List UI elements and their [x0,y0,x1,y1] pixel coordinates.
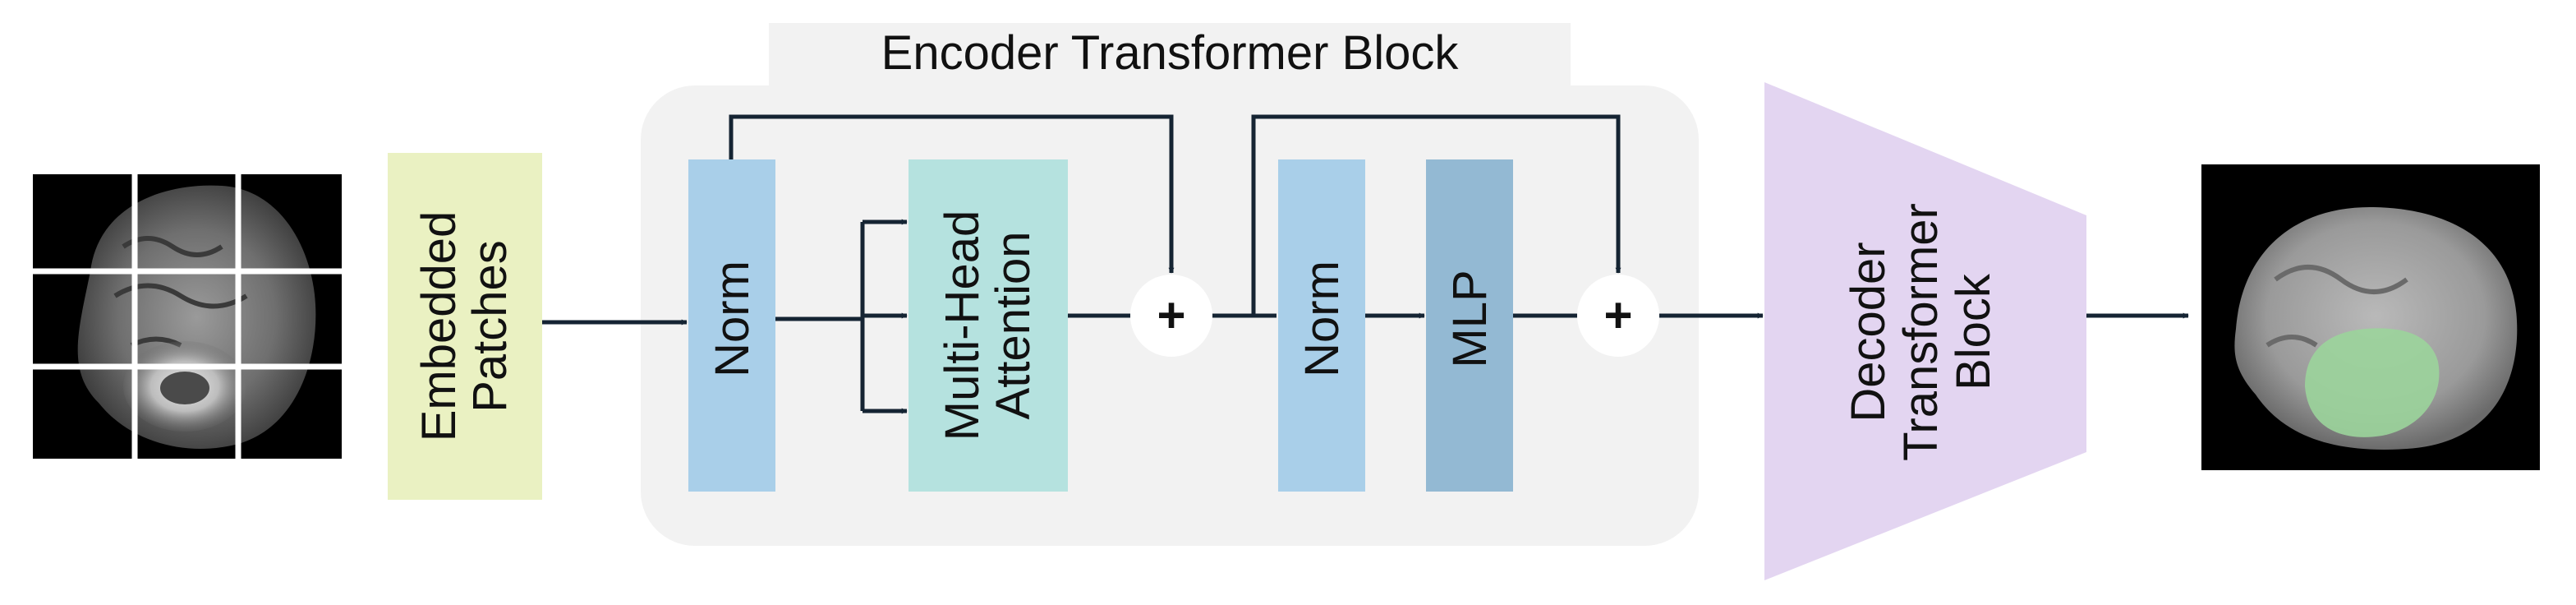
output-segmentation [2201,164,2540,470]
embedded-patches-line1: Embedded [412,211,466,442]
mlp-label: MLP [1443,270,1497,367]
encoder-title: Encoder Transformer Block [881,26,1460,80]
input-mri-patches [33,174,342,459]
norm-block-1 [688,159,775,492]
encoder-transformer-block: Encoder Transformer Block Norm Multi-Hea… [641,23,1699,546]
mha-label-line1: Multi-Head [936,210,989,441]
embedded-patches-block: Embedded Patches [388,153,542,500]
norm-label-1: Norm [706,261,759,377]
multi-head-attention-block [908,159,1068,492]
segmentation-mask [2305,328,2440,437]
add-node-1 [1130,275,1212,357]
decoder-label-line2: Transformer [1894,203,1948,461]
add-node-2 [1577,275,1659,357]
patch-grid [33,174,342,459]
norm-block-2 [1278,159,1365,492]
decoder-transformer-block: Decoder Transformer Block [1764,82,2086,580]
embedded-patches-line2: Patches [463,240,517,413]
mha-label-line2: Attention [987,232,1040,420]
add-label-2: + [1603,288,1632,343]
add-label-1: + [1157,288,1185,343]
flow-arrows [542,114,2189,414]
norm-label-2: Norm [1295,261,1349,377]
mlp-block [1426,159,1513,492]
decoder-label-line1: Decoder [1842,242,1895,422]
decoder-label-line3: Block [1947,273,2000,390]
